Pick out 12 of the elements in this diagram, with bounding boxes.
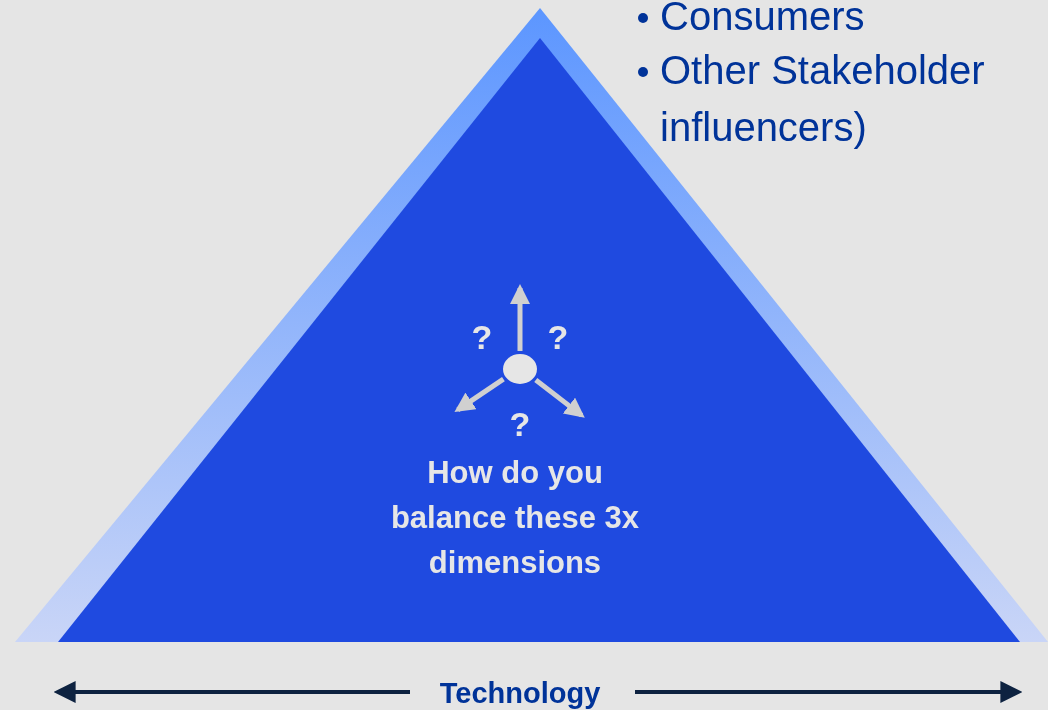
- arrow: [534, 378, 585, 418]
- axis-label: Technology: [438, 676, 602, 710]
- triangle: [58, 38, 1020, 642]
- bullet-item: Consumers: [660, 0, 866, 40]
- question-text: How do you balance these 3x dimensions: [389, 454, 641, 582]
- question-mark: ?: [546, 317, 570, 357]
- question-mark: ?: [508, 404, 532, 444]
- bullet-item: Other Stakeholder influencers): [660, 47, 986, 151]
- question-mark: ?: [470, 317, 494, 357]
- circle: [503, 354, 537, 384]
- arrow: [510, 284, 530, 351]
- arrow: [454, 377, 505, 413]
